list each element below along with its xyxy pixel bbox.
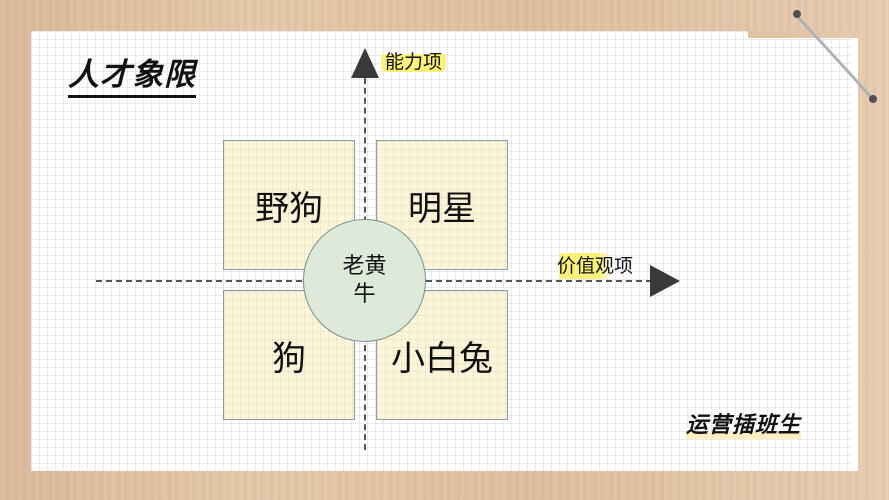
pin-icon bbox=[793, 10, 801, 18]
quadrant-label: 野狗 bbox=[255, 188, 323, 229]
paper-corner-notch bbox=[748, 31, 858, 38]
center-circle: 老黄牛 bbox=[303, 219, 426, 342]
quadrant-label: 明星 bbox=[408, 188, 476, 229]
arrow-up-icon bbox=[351, 48, 379, 78]
brand-signature: 运营插班生 bbox=[686, 411, 802, 441]
arrow-right-icon bbox=[650, 265, 680, 297]
quadrant-label: 小白兔 bbox=[391, 338, 493, 379]
pin-icon bbox=[869, 95, 877, 103]
quadrant-label: 狗 bbox=[272, 338, 306, 379]
y-axis-label: 能力项 bbox=[381, 49, 447, 75]
diagram-title: 人才象限 bbox=[68, 57, 196, 98]
paper-edge bbox=[851, 38, 858, 471]
center-label: 老黄牛 bbox=[342, 253, 387, 307]
x-axis-label: 价值观项 bbox=[553, 253, 638, 279]
quadrant-top-right: 明星 bbox=[376, 140, 508, 270]
